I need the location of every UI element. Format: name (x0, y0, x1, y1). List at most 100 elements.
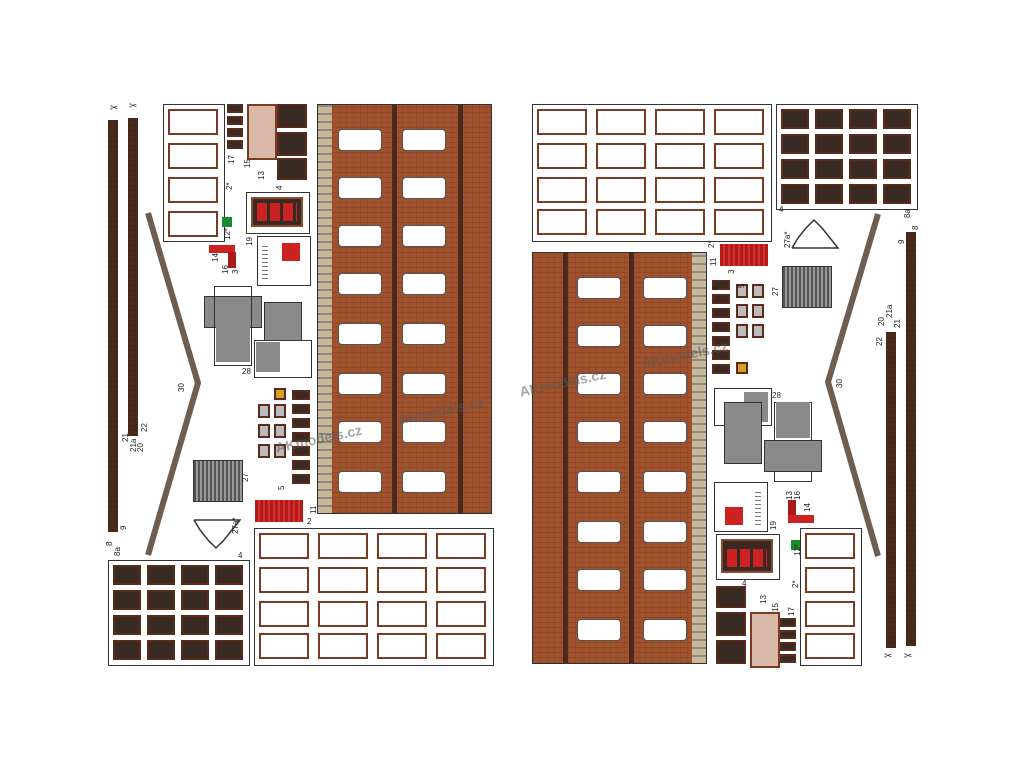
label-13: 13 (257, 171, 266, 180)
wall-panel-right (532, 252, 707, 664)
label-15: 15 (243, 159, 252, 168)
rafter-30-right (824, 213, 881, 557)
vent-27 (193, 460, 243, 502)
window-4-right-bottom (716, 586, 746, 664)
info-card (257, 236, 311, 286)
label-r20: 20 (877, 317, 886, 326)
label-27: 27 (241, 473, 250, 482)
door-19 (246, 192, 310, 234)
window-strip-6-right (712, 280, 732, 380)
green-part-right (791, 540, 801, 550)
label-r14: 14 (803, 503, 812, 512)
window-grid-4 (108, 560, 250, 666)
label-8a: 8a (113, 547, 122, 556)
label-r13b: 13 (759, 595, 768, 604)
red-roof-right (720, 244, 768, 266)
window-strip-5-right (736, 284, 766, 380)
red-part-16-right (788, 500, 796, 516)
rafter-30 (145, 212, 202, 556)
label-4: 4 (275, 185, 284, 190)
small-parts-17-right (780, 618, 796, 664)
label-r9: 9 (897, 239, 906, 244)
label-19: 19 (245, 237, 254, 246)
window-15-right (750, 612, 780, 668)
label-17: 17 (227, 155, 236, 164)
label-12s: 12* (223, 227, 232, 240)
scissors-icon: ✂ (110, 103, 119, 114)
window-grid-2s-right-bottom (800, 528, 862, 666)
label-3: 3 (231, 269, 240, 274)
label-r17: 17 (787, 607, 796, 616)
label-r22: 22 (875, 337, 884, 346)
label-2: 2 (307, 517, 312, 526)
label-22: 22 (140, 423, 149, 432)
label-r4b: 4 (742, 579, 747, 588)
vent-27-right (782, 266, 832, 308)
label-r15: 15 (771, 603, 780, 612)
green-part-12s (222, 217, 232, 227)
label-16: 16 (221, 265, 230, 274)
label-r5: 5 (737, 283, 746, 288)
label-r21a: 21a (885, 304, 894, 318)
window-grid-4-right (776, 104, 918, 210)
window-panel (168, 211, 218, 237)
ridge-27a-right (791, 218, 840, 249)
label-r27as: 27a* (783, 231, 792, 248)
label-r27: 27 (771, 287, 780, 296)
label-r2s: 2* (707, 240, 716, 248)
label-r16: 16 (793, 491, 802, 500)
stairs-28-right (710, 388, 822, 482)
window-15 (247, 104, 277, 160)
label-r13: 13 (785, 491, 794, 500)
window-grid-2s (163, 104, 225, 242)
red-part-16 (228, 252, 236, 268)
label-2s: 2* (225, 182, 234, 190)
info-card-right (714, 482, 768, 532)
window-strip-6 (292, 390, 312, 490)
window-4 (277, 104, 307, 182)
window-grid-2s-bottom (254, 528, 494, 666)
label-r30: 30 (835, 379, 844, 388)
label-r28: 28 (772, 391, 781, 400)
label-r8a: 8a (903, 209, 912, 218)
red-roof-2 (255, 500, 303, 522)
label-4b: 4 (238, 551, 243, 560)
scissors-icon: ✂ (884, 651, 893, 662)
label-r2s2: 2* (791, 580, 800, 588)
label-r6: 6 (711, 285, 720, 290)
beam-right-20-21 (906, 232, 916, 646)
label-r19: 19 (769, 521, 778, 530)
label-r21: 21 (893, 319, 902, 328)
window-panel (168, 109, 218, 135)
scissors-icon: ✂ (904, 651, 913, 662)
label-28: 28 (242, 367, 251, 376)
window-panel (168, 177, 218, 203)
stairs-28 (204, 286, 314, 378)
beam-22 (128, 118, 138, 436)
window-panel (168, 143, 218, 169)
window-grid-2s-right (532, 104, 772, 242)
label-8: 8 (105, 541, 114, 546)
label-r4: 4 (779, 205, 784, 214)
small-parts-17 (227, 104, 243, 150)
label-14: 14 (211, 253, 220, 262)
wall-panel-left (317, 104, 492, 514)
red-part-14 (209, 245, 235, 253)
label-20: 20 (136, 443, 145, 452)
beam-right-22 (886, 332, 896, 648)
label-9: 9 (119, 525, 128, 530)
label-30: 30 (177, 383, 186, 392)
label-r3: 3 (727, 269, 736, 274)
beam-20-21 (108, 120, 118, 532)
window-strip-5 (258, 388, 288, 484)
ridge-27a (193, 519, 242, 550)
label-5: 5 (277, 485, 286, 490)
label-r8: 8 (911, 225, 920, 230)
red-part-14-right (788, 515, 814, 523)
label-21a: 21a (129, 438, 138, 452)
scissors-icon: ✂ (129, 101, 138, 112)
label-r11: 11 (709, 257, 718, 266)
label-27as: 27a* (231, 517, 240, 534)
label-21: 21 (121, 433, 130, 442)
